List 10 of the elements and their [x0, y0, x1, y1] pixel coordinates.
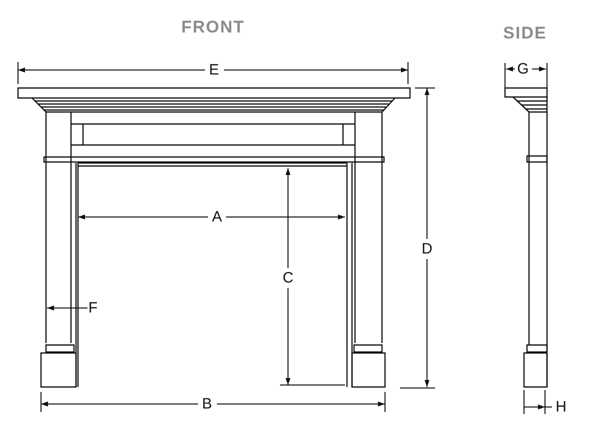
- dimension-label: E: [208, 62, 220, 78]
- dimension-label: D: [420, 242, 434, 256]
- view-title: SIDE: [502, 24, 548, 42]
- dimension-label: F: [87, 300, 99, 316]
- dimension-label: A: [211, 210, 223, 224]
- dimension-label: C: [282, 270, 294, 286]
- dimension-label: G: [516, 62, 530, 76]
- dimension-label: H: [554, 400, 568, 414]
- dimension-label: B: [201, 396, 213, 412]
- view-title: FRONT: [180, 18, 246, 36]
